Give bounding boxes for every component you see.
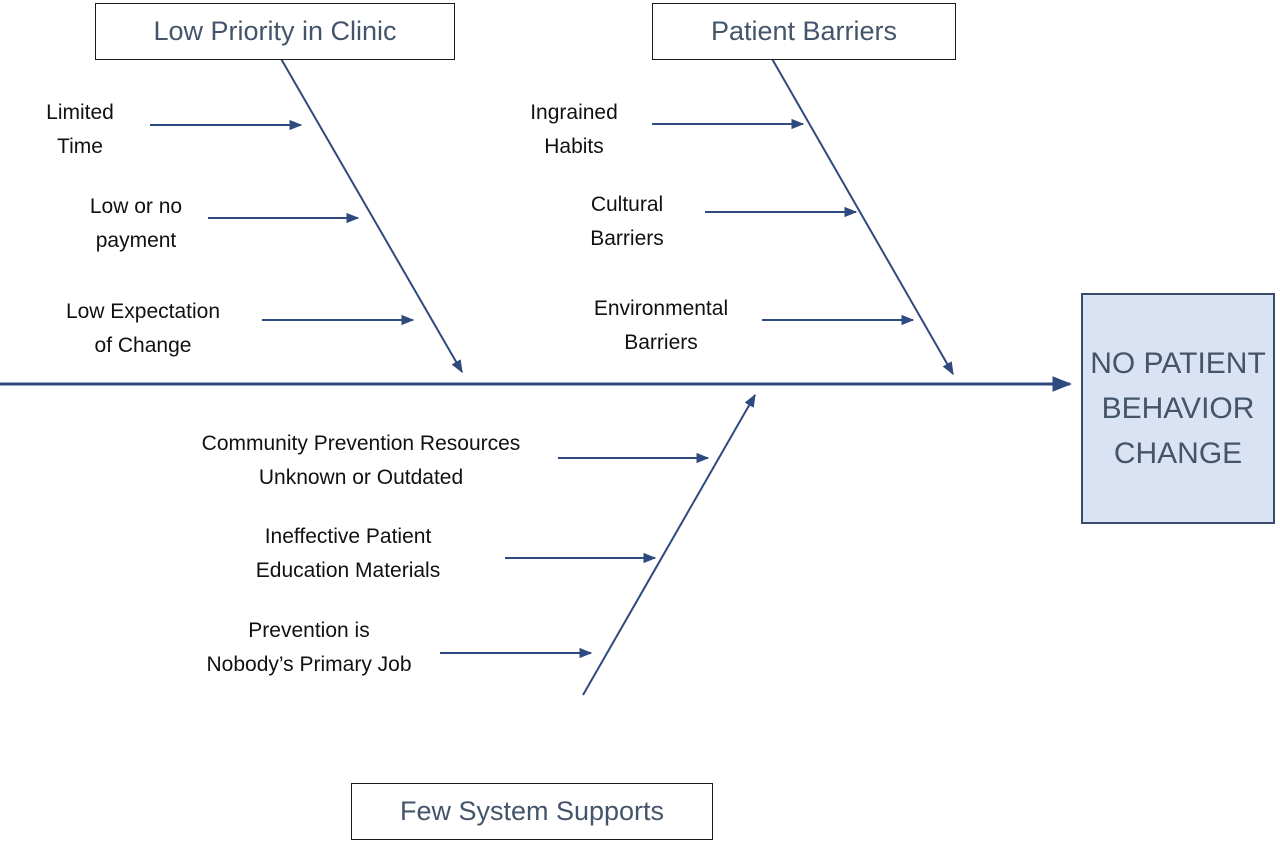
effect-line: BEHAVIOR [1101,392,1255,425]
bone-low-priority-in-clinic [279,56,463,374]
category-box-few-system-supports: Few System Supports [351,783,713,840]
category-box-patient-barriers: Patient Barriers [652,3,956,60]
bone-patient-barriers [770,56,954,376]
bone-few-system-supports [582,393,756,696]
effect-line: CHANGE [1113,437,1243,470]
effect-line: NO PATIENT [1090,347,1266,380]
effect-box: NO PATIENT BEHAVIOR CHANGE [1081,293,1275,524]
category-box-low-priority-in-clinic: Low Priority in Clinic [95,3,455,60]
